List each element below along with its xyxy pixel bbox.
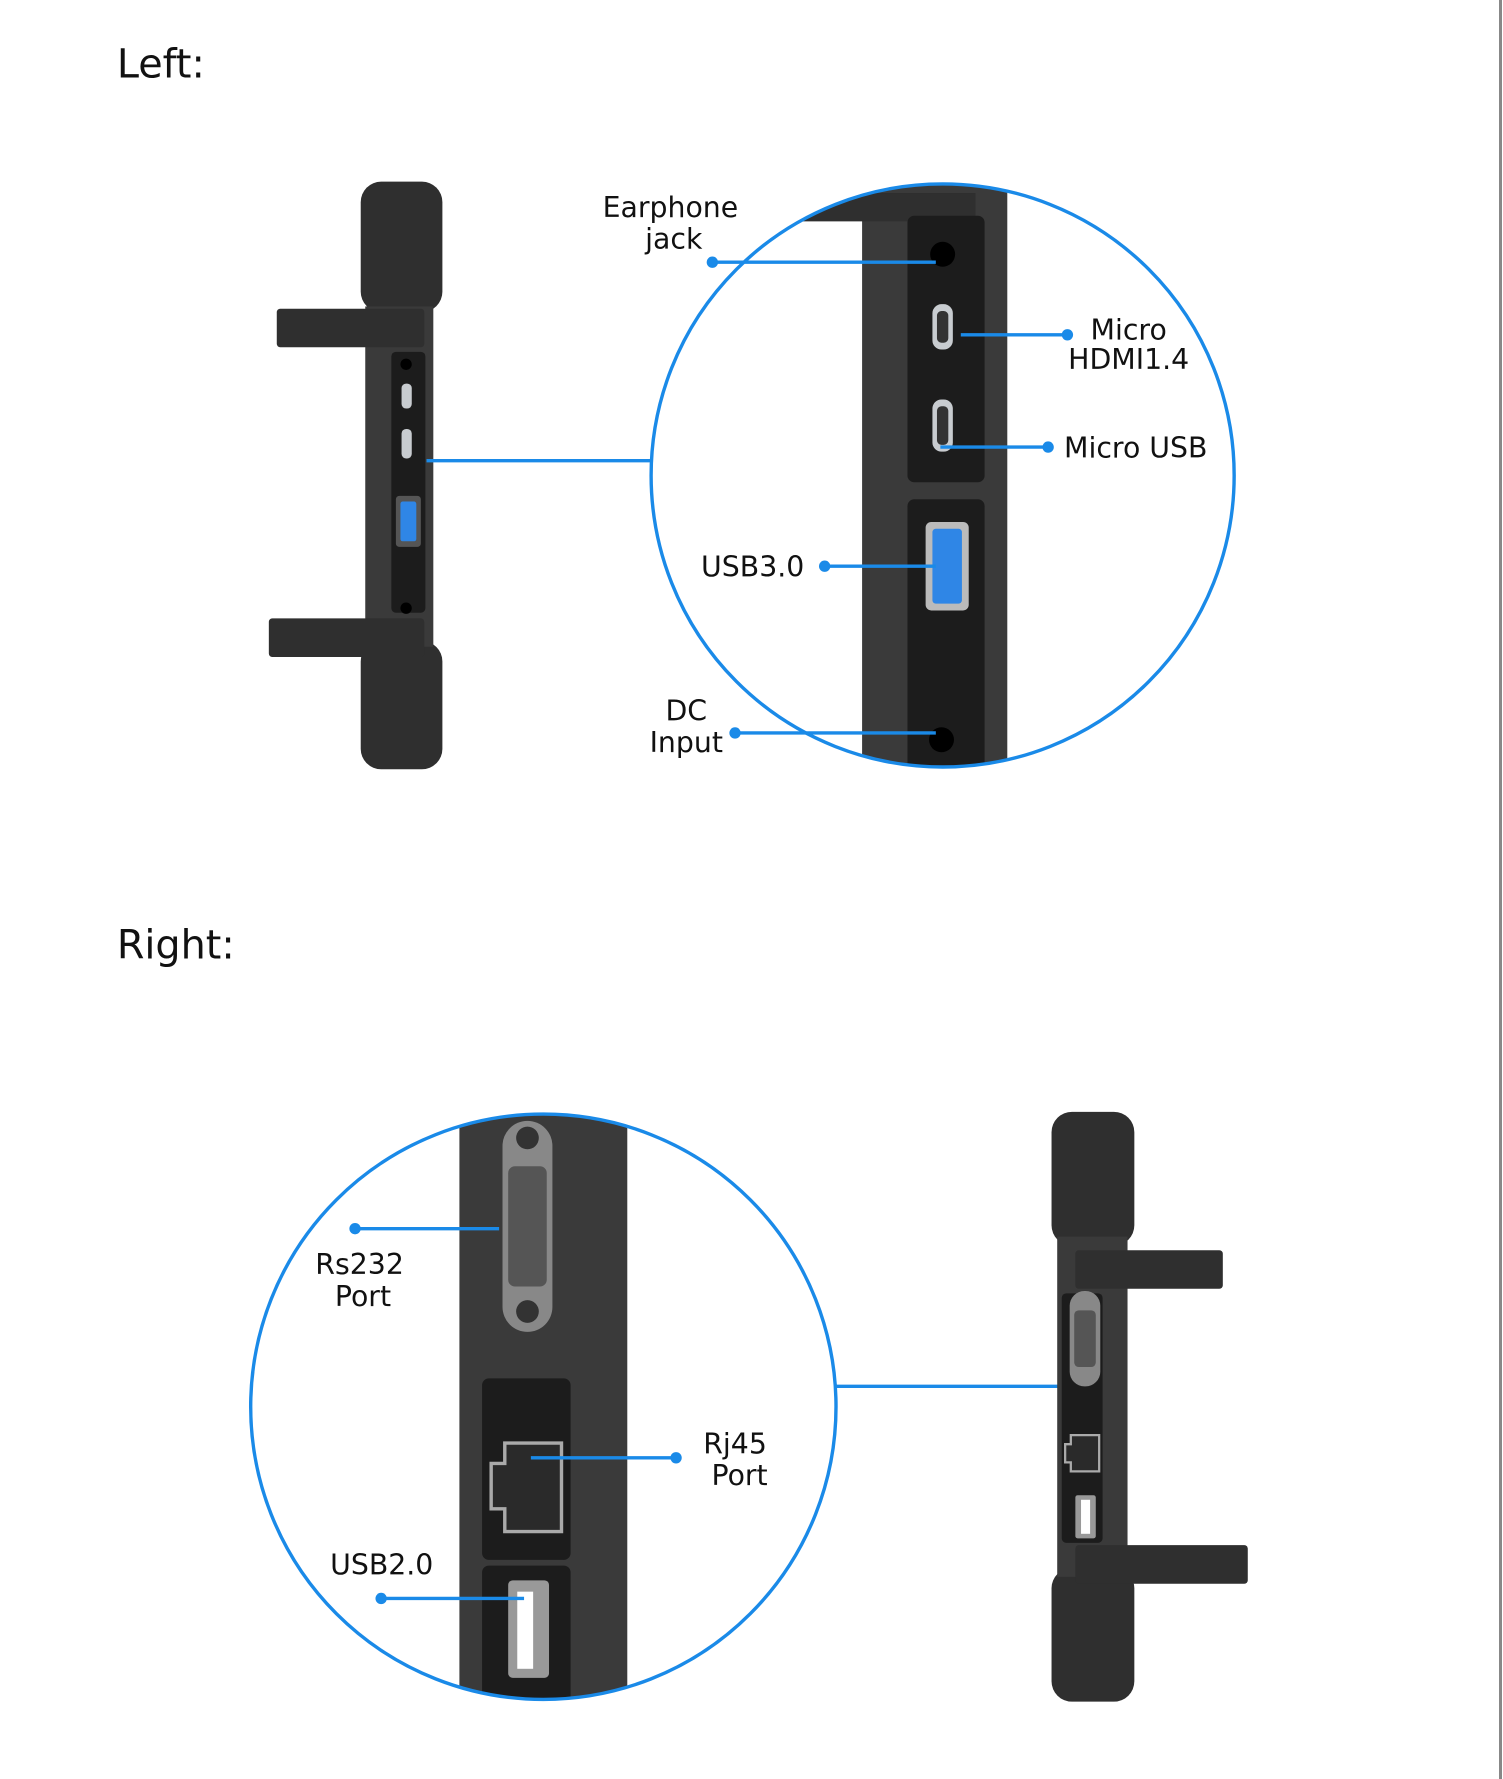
svg-text:Rj45: Rj45 [703,1427,767,1460]
callout-micro-usb: Micro USB [940,431,1207,464]
callout-usb2: USB2.0 [330,1549,525,1605]
svg-text:HDMI1.4: HDMI1.4 [1068,343,1189,376]
svg-text:USB2.0: USB2.0 [330,1549,433,1582]
right-device-side-view [1051,1111,1248,1702]
callout-micro-hdmi: Micro HDMI1.4 [960,313,1189,376]
left-zoom-circle [649,182,1236,769]
svg-text:Earphone: Earphone [603,191,739,224]
svg-text:Rs232: Rs232 [315,1248,404,1281]
right-section-title: Right: [117,923,235,969]
left-device-side-view [268,181,443,770]
svg-text:USB3.0: USB3.0 [701,550,804,583]
svg-text:Micro: Micro [1091,313,1167,346]
svg-text:Port: Port [711,1459,767,1492]
svg-text:Micro USB: Micro USB [1064,431,1207,464]
svg-text:Input: Input [650,726,723,759]
callout-dc-input: DC Input [650,694,936,759]
right-zoom-circle [248,1112,838,1702]
left-section-title: Left: [117,41,205,87]
callout-rj45-port: Rj45 Port [530,1427,768,1492]
callout-earphone-jack: Earphone jack [603,191,936,268]
svg-text:jack: jack [644,223,703,256]
callout-usb3: USB3.0 [701,550,936,583]
svg-text:DC: DC [665,694,707,727]
callout-rs232-port: Rs232 Port [315,1222,500,1313]
svg-text:Port: Port [335,1280,391,1313]
page-scrollbar-edge [1499,0,1502,1779]
